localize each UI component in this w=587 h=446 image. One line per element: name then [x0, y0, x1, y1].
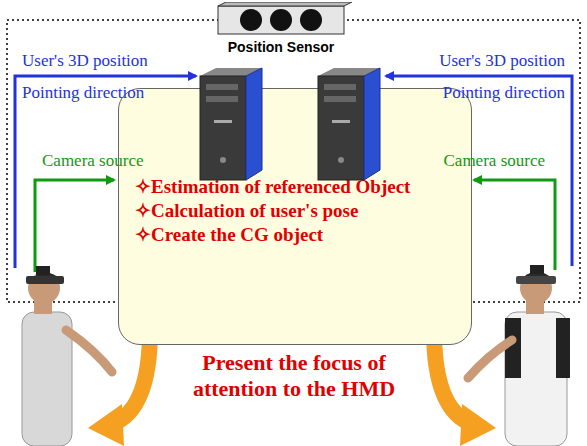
- flow-label: Pointing direction: [22, 82, 144, 103]
- bullet-text: ✧Calculation of user's pose: [135, 199, 435, 223]
- computer-icon: [318, 68, 380, 180]
- output-caption: Present the focus of attention to the HM…: [168, 350, 420, 402]
- right-person: [468, 265, 570, 446]
- flow-label: User's 3D position: [22, 50, 148, 71]
- bullet-text: ✧Estimation of referenced Object: [135, 175, 435, 199]
- position-sensor: Position Sensor: [206, 2, 356, 55]
- output-arrowhead: [460, 404, 496, 446]
- camera-arrow: [474, 180, 555, 270]
- sensor-icon: [206, 2, 356, 36]
- sensor-label: Position Sensor: [206, 39, 356, 55]
- left-person: [22, 266, 112, 446]
- flow-label: Pointing direction: [443, 82, 565, 103]
- computer-icon: [200, 68, 262, 180]
- output-arrowhead: [88, 404, 124, 446]
- process-box: ✧Estimation of referenced Object✧Calcula…: [118, 88, 472, 345]
- flow-label: Camera source: [444, 150, 545, 171]
- camera-arrow: [35, 180, 114, 272]
- flow-label: Camera source: [42, 150, 143, 171]
- bullet-text: ✧Create the CG object: [135, 223, 435, 247]
- flow-label: User's 3D position: [439, 50, 565, 71]
- bullet-list: ✧Estimation of referenced Object✧Calcula…: [135, 175, 435, 247]
